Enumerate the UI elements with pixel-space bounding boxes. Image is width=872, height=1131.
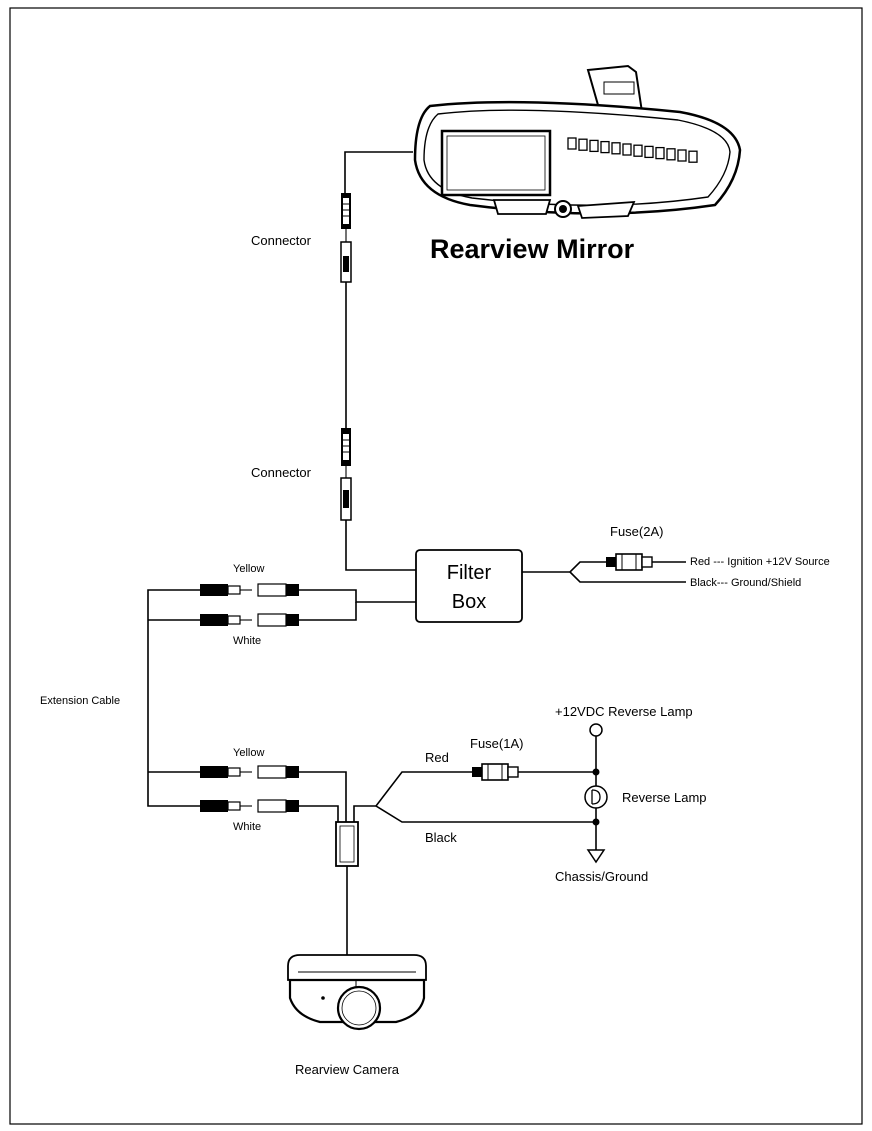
rearview-camera-icon: [287, 954, 427, 1031]
filter-red-wire: [522, 561, 606, 573]
display-segment: [644, 145, 654, 159]
mirror-title: Rearview Mirror: [430, 234, 635, 264]
page-border: [9, 7, 863, 1125]
camera-red-wire: [353, 771, 472, 822]
connector-to-filter-wire: [345, 520, 416, 571]
display-segment: [600, 140, 610, 154]
camera-black-wire: [375, 805, 596, 823]
fuse-1a: [472, 763, 519, 781]
rearview-camera-label: Rearview Camera: [295, 1062, 400, 1077]
black-ground-label: Black--- Ground/Shield: [690, 577, 801, 589]
white-bottom-label: White: [233, 821, 261, 833]
display-segment: [611, 142, 621, 155]
camera-yellow-wire: [299, 771, 347, 822]
display-segment: [567, 137, 577, 150]
mirror-cable: [344, 151, 413, 193]
fuse-1a-label: Fuse(1A): [470, 736, 523, 751]
extension-cable-yellow: [147, 589, 200, 807]
filter-box-label-line1: Filter: [447, 562, 492, 584]
fuse-2a-label: Fuse(2A): [610, 524, 663, 539]
filter-to-white-rca: [299, 602, 357, 621]
filter-box: [415, 549, 523, 623]
yellow-bottom-label: Yellow: [233, 747, 264, 759]
red-wire-label: Red: [425, 750, 449, 765]
yellow-top-label: Yellow: [233, 563, 264, 575]
rca-white-top: [200, 613, 299, 627]
ground-symbol-icon: [586, 849, 606, 864]
connector-mid-label: Connector: [251, 465, 312, 480]
reverse-lamp-label: Reverse Lamp: [622, 790, 707, 805]
filter-box-label-line2: Box: [452, 591, 486, 613]
rca-yellow-bottom: [200, 765, 299, 779]
display-segment: [622, 143, 632, 156]
filter-black-wire: [569, 571, 686, 583]
extension-cable-label: Extension Cable: [40, 695, 120, 707]
display-segment: [666, 148, 676, 161]
display-segment: [677, 149, 687, 162]
black-wire-label: Black: [425, 830, 457, 845]
connector-top: [340, 193, 352, 283]
display-segment: [688, 150, 698, 163]
display-segment: [589, 139, 599, 153]
connector-top-label: Connector: [251, 233, 312, 248]
camera-connector-boot: [335, 821, 359, 867]
terminal-icon: [589, 723, 603, 737]
rca-white-bottom: [200, 799, 299, 813]
connector-mid: [340, 428, 352, 521]
plus12-reverse-label: +12VDC Reverse Lamp: [555, 704, 693, 719]
display-segment: [578, 138, 588, 151]
white-top-label: White: [233, 635, 261, 647]
lamp-icon: [584, 785, 608, 809]
display-segment: [633, 144, 643, 157]
junction-dot: [592, 768, 600, 776]
red-ignition-label: Red --- Ignition +12V Source: [690, 556, 830, 568]
chassis-ground-label: Chassis/Ground: [555, 869, 648, 884]
rca-yellow-top: [200, 583, 299, 597]
rearview-mirror-icon: [413, 64, 742, 219]
filter-to-yellow-rca: [299, 589, 416, 603]
junction-dot: [592, 818, 600, 826]
display-segment: [655, 146, 665, 160]
fuse-2a: [606, 553, 653, 571]
